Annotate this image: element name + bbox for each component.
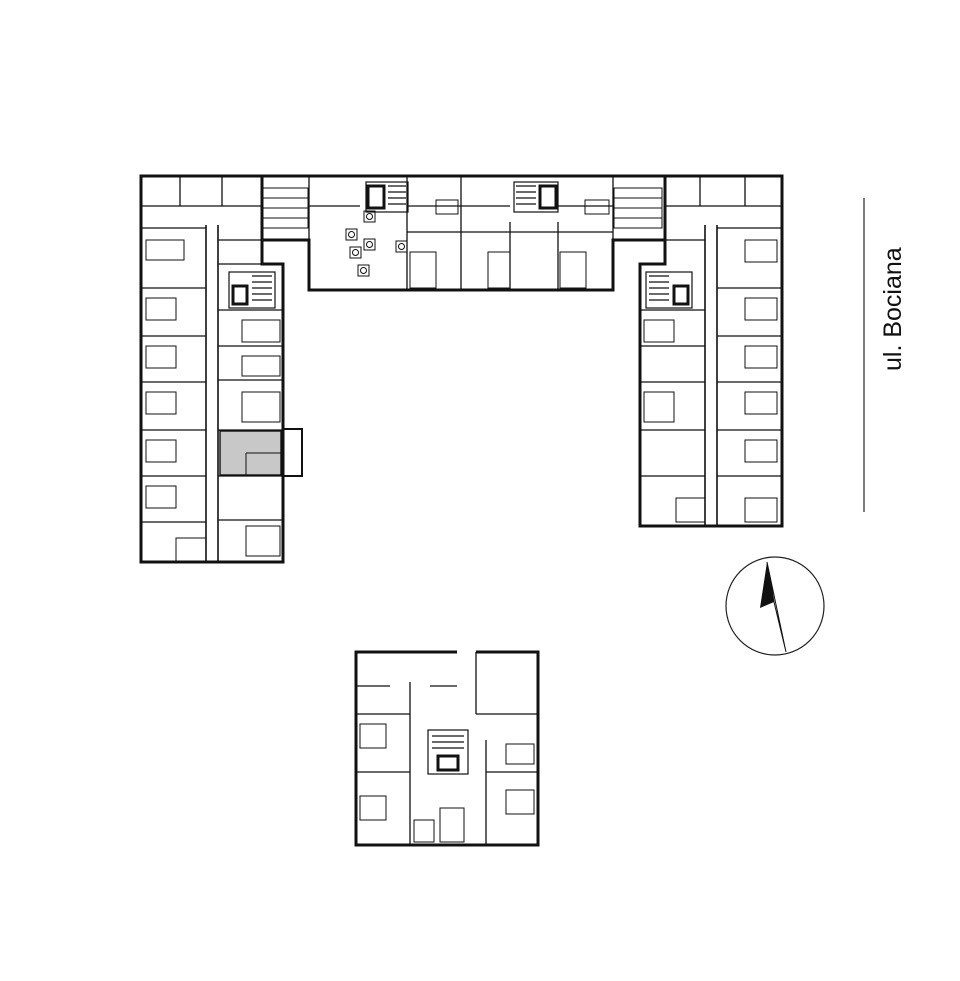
staircase-icon [365, 181, 409, 213]
staircase-icon [228, 271, 276, 309]
north-arrow-icon [725, 556, 825, 656]
street-name-label: ul. Bociana [879, 247, 907, 371]
south-building [354, 650, 540, 847]
east-wing [638, 174, 784, 528]
balcony [282, 428, 303, 477]
north-wing [262, 174, 667, 292]
wheelchair-icon [345, 210, 408, 277]
west-wing [139, 174, 309, 564]
staircase-icon [645, 271, 693, 309]
staircase-icon [513, 181, 559, 213]
staircase-icon [427, 729, 469, 775]
